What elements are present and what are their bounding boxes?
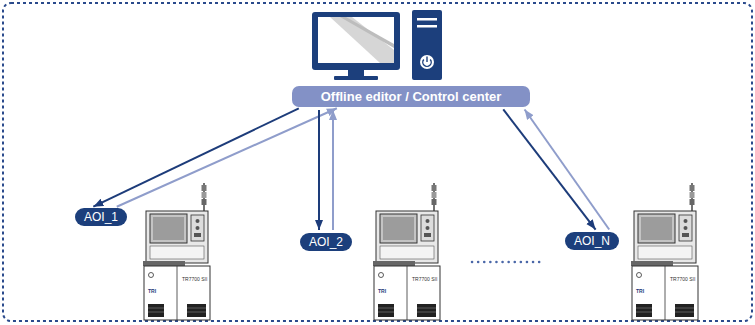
model-plate: TR7700 SII	[182, 277, 207, 282]
model-plate: TR7700 SII	[670, 277, 695, 282]
data-flow-arrow	[503, 109, 595, 229]
machine-tag: AOI_2	[300, 233, 352, 251]
data-flow-arrow	[117, 108, 337, 207]
machine-tag: AOI_N	[565, 232, 619, 250]
data-flow-arrow	[318, 110, 320, 230]
data-flow-arrow	[93, 108, 298, 206]
aoi-machine	[143, 183, 210, 320]
node-label: Offline editor / Control center	[310, 89, 512, 104]
ellipsis-dots	[472, 261, 545, 264]
brand-logo: TRI	[148, 289, 156, 294]
dashed-frame	[3, 3, 752, 321]
node-label: AOI_N	[574, 234, 610, 248]
data-flow-arrow	[332, 110, 334, 230]
data-flow-arrow	[525, 109, 610, 229]
computer-icon	[312, 10, 442, 80]
node-label: AOI_2	[309, 235, 343, 249]
machine-tag: AOI_1	[75, 208, 127, 226]
control-center-bar: Offline editor / Control center	[292, 86, 530, 107]
brand-logo: TRI	[378, 289, 386, 294]
brand-logo: TRI	[636, 289, 644, 294]
aoi-machine	[631, 183, 698, 320]
aoi-machine	[373, 183, 440, 320]
node-label: AOI_1	[84, 210, 118, 224]
model-plate: TR7700 SII	[412, 277, 437, 282]
